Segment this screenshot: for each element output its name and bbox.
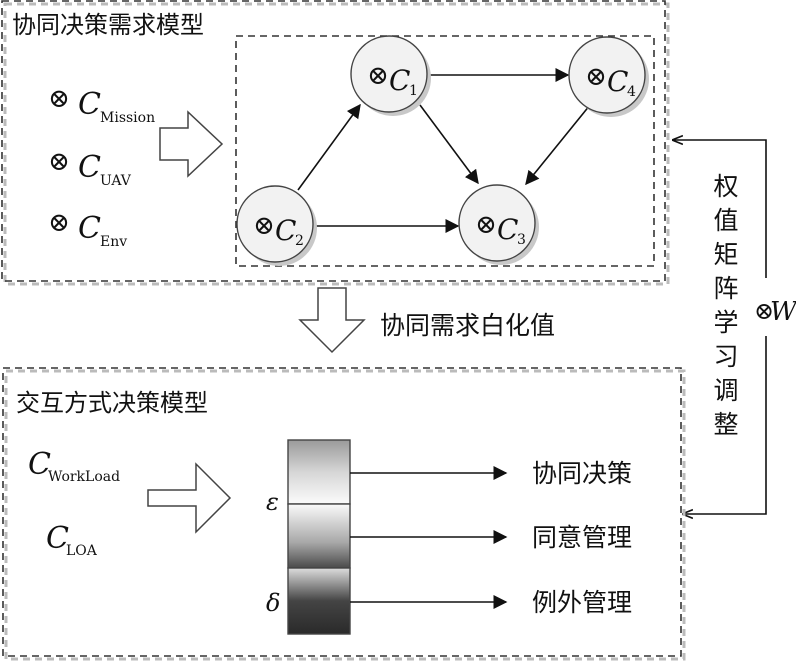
bar-segment-consent xyxy=(287,503,351,569)
whitening-value-label: 协同需求白化值 xyxy=(380,311,555,340)
demand-input-uav: ⊗ C UAV xyxy=(48,147,132,189)
bar-segment-collaborative xyxy=(287,439,351,505)
input-base: C xyxy=(28,447,51,482)
feedback-char-3: 矩 xyxy=(713,240,738,269)
node-base: C xyxy=(275,214,296,247)
node-c3: ⊗ C 3 xyxy=(458,184,539,265)
node-c1: ⊗ C 1 xyxy=(350,35,431,116)
otimes-symbol: ⊗ xyxy=(475,210,497,240)
demand-input-block-arrow xyxy=(159,110,224,178)
demand-panel-border xyxy=(1,0,666,282)
demand-model-panel: 协同决策需求模型 ⊗ C Mission ⊗ C UAV ⊗ C Env xyxy=(1,0,670,286)
otimes-symbol: ⊗ xyxy=(253,211,275,241)
bar-segment-exception xyxy=(287,567,351,635)
otimes-symbol: ⊗ xyxy=(585,62,607,92)
node-subscript: 4 xyxy=(627,84,636,100)
otimes-symbol: ⊗ xyxy=(48,147,70,177)
feedback-char-5: 学 xyxy=(713,308,738,337)
delta-threshold: δ xyxy=(266,589,280,617)
node-base: C xyxy=(607,65,628,98)
input-subscript: Env xyxy=(100,234,127,250)
demand-model-title: 协同决策需求模型 xyxy=(12,11,204,39)
feedback-char-8: 整 xyxy=(713,410,738,439)
input-subscript: UAV xyxy=(100,173,132,189)
input-base: C xyxy=(78,87,101,122)
interaction-model-title: 交互方式决策模型 xyxy=(16,389,208,417)
interaction-input-workload: C WorkLoad xyxy=(28,447,120,485)
input-subscript: Mission xyxy=(100,110,155,126)
whitening-transfer: 协同需求白化值 xyxy=(298,287,555,354)
otimes-symbol: ⊗ xyxy=(367,61,389,91)
input-base: C xyxy=(78,211,101,246)
decision-level-bar xyxy=(287,439,351,635)
otimes-symbol: ⊗ xyxy=(48,84,70,114)
feedback-otimes-symbol: ⊗ xyxy=(754,297,774,325)
demand-panel-shadow xyxy=(3,2,670,286)
interaction-panel-shadow xyxy=(4,369,686,661)
feedback-char-7: 调 xyxy=(713,376,738,405)
demand-graph-border xyxy=(235,35,655,267)
edge-c2-c1 xyxy=(297,103,361,191)
down-block-arrow xyxy=(298,287,366,354)
interaction-model-panel: 交互方式决策模型 C WorkLoad C LOA ε δ 协同决策 同意管理 … xyxy=(2,367,686,661)
demand-input-mission: ⊗ C Mission xyxy=(48,84,155,126)
output-exception-management: 例外管理 xyxy=(532,588,632,617)
input-base: C xyxy=(46,521,69,556)
input-subscript: LOA xyxy=(66,543,98,559)
interaction-input-loa: C LOA xyxy=(46,521,98,559)
feedback-line-top xyxy=(673,140,767,278)
node-subscript: 1 xyxy=(409,83,418,99)
input-base: C xyxy=(78,150,101,185)
epsilon-threshold: ε xyxy=(266,488,279,516)
node-c2: ⊗ C 2 xyxy=(236,185,317,266)
demand-input-env: ⊗ C Env xyxy=(48,208,127,250)
demand-graph-edges xyxy=(297,68,591,233)
otimes-symbol: ⊗ xyxy=(48,208,70,238)
output-collaborative-decision: 协同决策 xyxy=(532,459,632,488)
feedback-char-1: 权 xyxy=(713,172,738,201)
feedback-loop: 权 值 矩 阵 学 习 调 整 ⊗ W xyxy=(673,140,796,514)
edge-c1-c3 xyxy=(419,104,479,185)
feedback-char-2: 值 xyxy=(713,206,738,235)
interaction-panel-border xyxy=(2,367,682,657)
feedback-char-4: 阵 xyxy=(713,274,738,303)
feedback-w-label: W xyxy=(770,297,796,327)
input-subscript: WorkLoad xyxy=(48,469,120,485)
interaction-input-block-arrow xyxy=(147,462,232,534)
feedback-char-6: 习 xyxy=(713,342,738,371)
node-subscript: 2 xyxy=(295,233,304,249)
node-subscript: 3 xyxy=(517,232,526,248)
feedback-line-bottom xyxy=(683,336,767,514)
output-consent-management: 同意管理 xyxy=(532,523,632,552)
edge-c4-c3 xyxy=(525,104,591,186)
node-c4: ⊗ C 4 xyxy=(568,36,649,117)
node-base: C xyxy=(389,64,410,97)
node-base: C xyxy=(497,213,518,246)
